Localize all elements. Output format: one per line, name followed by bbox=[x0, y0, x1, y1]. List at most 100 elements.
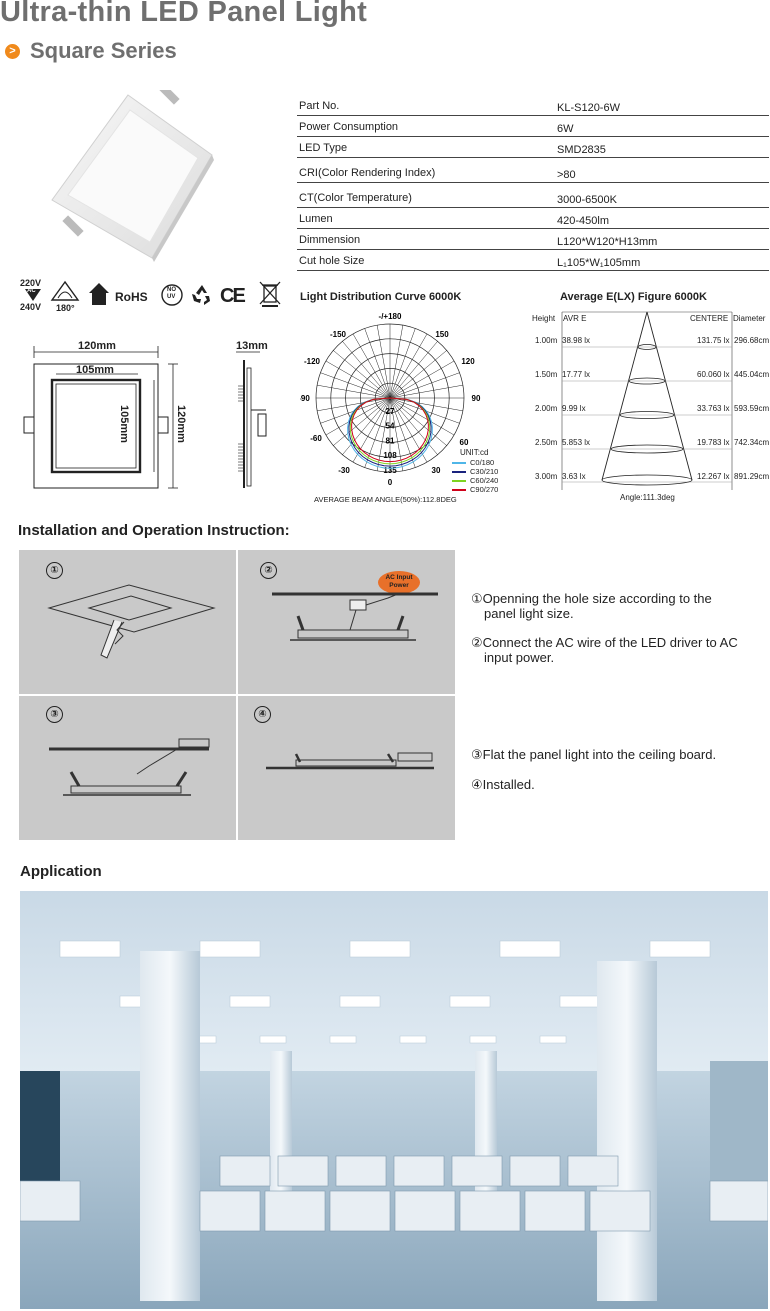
illum-height: 1.00m bbox=[535, 336, 558, 345]
polar-radial-label: 81 bbox=[386, 436, 395, 445]
polar-spoke bbox=[352, 397, 391, 463]
dim-width-outer: 120mm bbox=[78, 340, 116, 352]
polar-angle-label: 90 bbox=[472, 394, 481, 403]
instruction-2: ②Connect the AC wire of the LED driver t… bbox=[471, 635, 738, 665]
polar-angle-label: 120 bbox=[461, 357, 475, 366]
illum-center: 60.060 lx bbox=[697, 370, 730, 379]
polar-radial-label: 27 bbox=[386, 407, 395, 416]
instruction-4: ④Installed. bbox=[471, 777, 535, 792]
legend-swatch bbox=[452, 489, 466, 492]
legend-swatch bbox=[452, 480, 466, 483]
polar-angle-label: 60 bbox=[460, 438, 469, 447]
illum-diameter: 593.59cm bbox=[734, 404, 770, 413]
illum-cone bbox=[561, 311, 733, 490]
step-2-number: ② bbox=[260, 562, 277, 579]
polar-radial-label: 54 bbox=[386, 422, 395, 431]
illum-center: 19.783 lx bbox=[697, 438, 730, 447]
polar-spoke bbox=[389, 397, 404, 471]
polar-spoke bbox=[389, 328, 416, 399]
polar-curve bbox=[348, 397, 432, 467]
polar-angle-label: 150 bbox=[435, 330, 449, 339]
polar-spoke bbox=[389, 350, 447, 399]
step-1-drawing bbox=[47, 584, 216, 659]
illum-height: 2.50m bbox=[535, 438, 558, 447]
no-uv-icon bbox=[161, 284, 183, 306]
illum-avr: 5.853 lx bbox=[562, 438, 591, 447]
legend-entry: C90/270 bbox=[452, 485, 522, 494]
application-photo bbox=[20, 891, 768, 1309]
beam-angle-icon bbox=[50, 280, 80, 301]
illum-avr: 3.63 lx bbox=[562, 472, 586, 481]
polar-curve bbox=[347, 397, 433, 469]
voltage-bottom: 240V bbox=[20, 302, 42, 312]
legend-label: C0/180 bbox=[470, 458, 495, 467]
illum-diameter: 891.29cm bbox=[734, 472, 770, 481]
illum-head-diameter: Diameter bbox=[733, 314, 766, 323]
polar-angle-label: 0 bbox=[388, 478, 393, 487]
weee-bin-icon bbox=[259, 281, 281, 307]
illum-diameter: 296.68cm bbox=[734, 336, 770, 345]
step-3-panel: ③ bbox=[19, 696, 236, 840]
installation-title: Installation and Operation Instruction: bbox=[18, 522, 290, 539]
legend-entry: C0/180 bbox=[452, 458, 522, 467]
legend-entry: C60/240 bbox=[452, 476, 522, 485]
polar-spoke bbox=[389, 397, 428, 463]
dimension-drawing bbox=[23, 346, 267, 489]
illum-head-height: Height bbox=[532, 314, 556, 323]
polar-beam-angle: AVERAGE BEAM ANGLE(50%):112.8DEG bbox=[314, 495, 457, 504]
polar-angle-label: -60 bbox=[310, 434, 322, 443]
illum-avr: 38.98 lx bbox=[562, 336, 591, 345]
polar-spoke bbox=[342, 397, 391, 455]
illum-center: 12.267 lx bbox=[697, 472, 730, 481]
polar-angle-label: -30 bbox=[338, 466, 350, 475]
polar-angle-label: 30 bbox=[432, 466, 441, 475]
polar-curve bbox=[349, 397, 431, 465]
illum-height: 1.50m bbox=[535, 370, 558, 379]
legend-label: C90/270 bbox=[470, 485, 499, 494]
polar-spoke bbox=[317, 397, 391, 412]
polar-angle-label: -90 bbox=[300, 394, 310, 403]
spec-row: CRI(Color Rendering Index)>80 bbox=[297, 158, 769, 183]
polar-spoke bbox=[320, 372, 391, 399]
polar-spoke bbox=[352, 333, 391, 399]
spec-row: CT(Color Temperature)3000-6500K bbox=[297, 183, 769, 208]
illum-head-center: CENTERE bbox=[690, 314, 729, 323]
page-subtitle: Square Series bbox=[30, 38, 177, 63]
step-4-number: ④ bbox=[254, 706, 271, 723]
polar-spoke bbox=[389, 397, 438, 455]
voltage-top: 220V bbox=[20, 278, 42, 288]
illum-height: 2.00m bbox=[535, 404, 558, 413]
step-4-drawing bbox=[266, 752, 434, 770]
ac-triangle-icon bbox=[25, 289, 41, 301]
illum-diameter: 445.04cm bbox=[734, 370, 770, 379]
polar-spoke bbox=[342, 341, 391, 399]
spec-row: Part No.KL-S120-6W bbox=[297, 95, 769, 116]
polar-spoke bbox=[389, 384, 463, 399]
page-title: Ultra-thin LED Panel Light bbox=[0, 0, 368, 28]
polar-spoke bbox=[333, 397, 391, 446]
illum-height: 3.00m bbox=[535, 472, 558, 481]
polar-angle-label: -120 bbox=[304, 357, 321, 366]
polar-spoke bbox=[333, 350, 391, 399]
polar-angle-label: -150 bbox=[330, 330, 347, 339]
rohs-label: RoHS bbox=[115, 290, 148, 304]
recycle-icon bbox=[192, 285, 210, 305]
ac-label: AC bbox=[27, 288, 36, 294]
illum-avr: 17.77 lx bbox=[562, 370, 591, 379]
polar-spoke bbox=[325, 360, 391, 399]
polar-spoke bbox=[389, 341, 438, 399]
step-4-panel: ④ bbox=[238, 696, 455, 840]
illum-diameter: 742.34cm bbox=[734, 438, 770, 447]
polar-unit: UNIT:cd bbox=[460, 448, 489, 457]
